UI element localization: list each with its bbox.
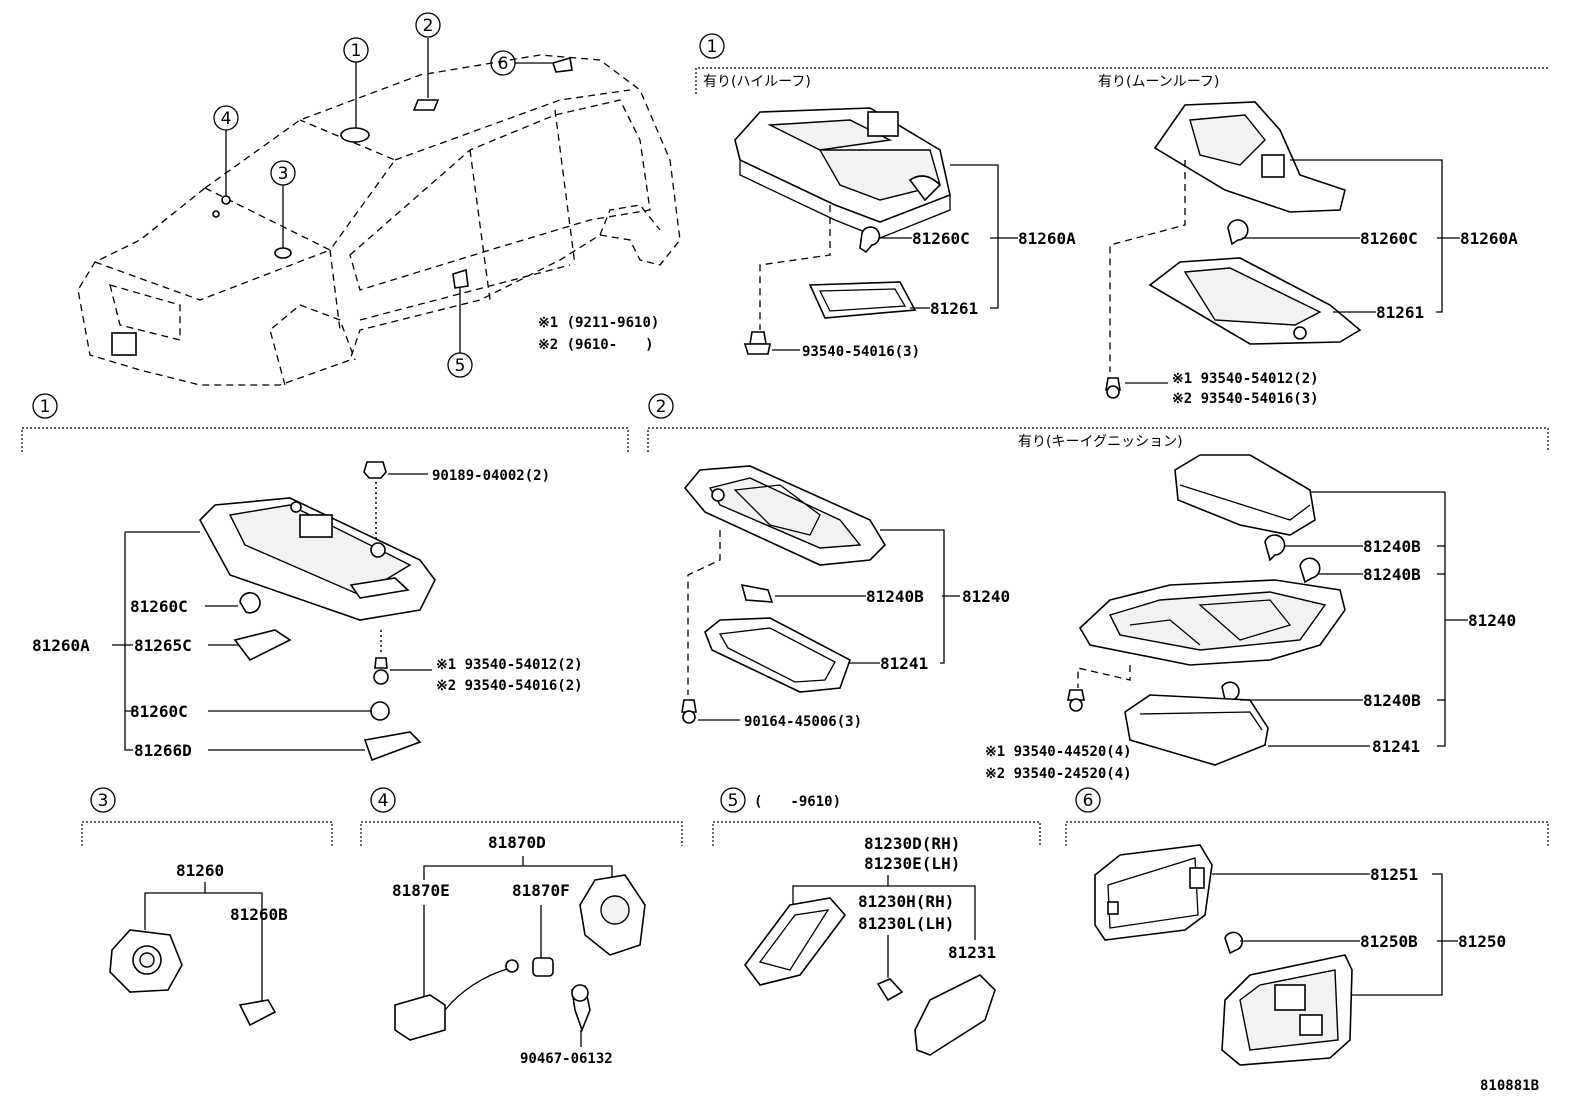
sec6-marker: 6 xyxy=(1083,791,1094,811)
lbl-note1-93540-54012-b: ※1 93540-54012(2) xyxy=(436,657,583,673)
sec2-left-lamp xyxy=(681,465,887,724)
sec5-parts xyxy=(744,897,996,1056)
lbl-81230H-RH: 81230H(RH) xyxy=(858,892,954,911)
sec4-parts xyxy=(394,874,646,1041)
lbl-81250B: 81250B xyxy=(1360,932,1418,951)
sec3-socket xyxy=(109,929,277,1027)
lbl-note2-93540-24520: ※2 93540-24520(4) xyxy=(985,766,1132,782)
lbl-81240-a: 81240 xyxy=(962,587,1010,606)
lbl-81261-a: 81261 xyxy=(930,299,978,318)
callout-3: 3 xyxy=(278,164,289,184)
sec6-parts xyxy=(1094,844,1353,1066)
sec1-bottom-marker: 1 xyxy=(40,397,51,417)
lbl-81240-b: 81240 xyxy=(1468,611,1516,630)
lbl-81870D: 81870D xyxy=(488,833,546,852)
lbl-81240B-b: 81240B xyxy=(1363,537,1421,556)
lbl-81241-b: 81241 xyxy=(1372,737,1420,756)
opt-high-roof: 有り(ハイルーフ) xyxy=(703,74,811,90)
lbl-90467-06132: 90467-06132 xyxy=(520,1051,613,1067)
lbl-81265C: 81265C xyxy=(134,636,192,655)
lbl-81260A-a: 81260A xyxy=(1018,229,1076,248)
lbl-81230L-LH: 81230L(LH) xyxy=(858,914,954,933)
lbl-81261-b: 81261 xyxy=(1376,303,1424,322)
sec5-marker: 5 xyxy=(728,791,739,811)
lbl-90189-04002: 90189-04002(2) xyxy=(432,468,550,484)
sec1-top-marker: 1 xyxy=(707,37,718,57)
sec2-marker: 2 xyxy=(656,397,667,417)
lbl-81230D-RH: 81230D(RH) xyxy=(864,834,960,853)
lbl-81266D: 81266D xyxy=(134,741,192,760)
lbl-81260B: 81260B xyxy=(230,905,288,924)
lbl-81240B-a: 81240B xyxy=(866,587,924,606)
lbl-81260A-c: 81260A xyxy=(32,636,90,655)
callout-1: 1 xyxy=(351,41,362,61)
sec4-marker: 4 xyxy=(378,791,389,811)
lbl-81870E: 81870E xyxy=(392,881,450,900)
lbl-81241-a: 81241 xyxy=(880,654,928,673)
lbl-81251: 81251 xyxy=(1370,865,1418,884)
lbl-81260C-c: 81260C xyxy=(130,597,188,616)
sec1-bottom-lamp xyxy=(199,461,436,762)
callout-2: 2 xyxy=(423,16,434,36)
high-roof-lamp xyxy=(734,107,951,355)
lbl-81260C-a: 81260C xyxy=(912,229,970,248)
lbl-81260: 81260 xyxy=(176,861,224,880)
lbl-81230E-LH: 81230E(LH) xyxy=(864,854,960,873)
sec5-range: ( -9610) xyxy=(754,794,841,810)
lbl-81240B-d: 81240B xyxy=(1363,691,1421,710)
opt-moon-roof: 有り(ムーンルーフ) xyxy=(1098,74,1219,90)
lbl-90164-45006: 90164-45006(3) xyxy=(744,714,862,730)
callout-4: 4 xyxy=(221,109,232,129)
sec2-right-lamp xyxy=(1067,454,1346,766)
lbl-note2-93540-54016-b: ※2 93540-54016(2) xyxy=(436,678,583,694)
lbl-note2-93540-54016: ※2 93540-54016(3) xyxy=(1172,391,1319,407)
lbl-81250: 81250 xyxy=(1458,932,1506,951)
lbl-note1-93540-54012: ※1 93540-54012(2) xyxy=(1172,371,1319,387)
callout-6: 6 xyxy=(498,54,509,74)
sec3-marker: 3 xyxy=(98,791,109,811)
lbl-81231: 81231 xyxy=(948,943,996,962)
callout-5: 5 xyxy=(455,356,466,376)
note-1: ※1 (9211-9610) xyxy=(538,315,659,331)
lbl-81240B-c: 81240B xyxy=(1363,565,1421,584)
lbl-81260A-b: 81260A xyxy=(1460,229,1518,248)
lbl-81260C-b: 81260C xyxy=(1360,229,1418,248)
note-2: ※2 (9610- ) xyxy=(538,337,654,353)
lbl-81260C-d: 81260C xyxy=(130,702,188,721)
lbl-81870F: 81870F xyxy=(512,881,570,900)
diagram-code: 810881B xyxy=(1480,1078,1539,1094)
vehicle-overview: 1 2 6 4 3 5 xyxy=(77,12,681,386)
lbl-93540-54016-3: 93540-54016(3) xyxy=(802,344,920,360)
opt-key-ignition: 有り(キーイグニッション) xyxy=(1018,434,1183,450)
moon-roof-lamp xyxy=(1105,101,1362,399)
lbl-note1-93540-44520: ※1 93540-44520(4) xyxy=(985,744,1132,760)
